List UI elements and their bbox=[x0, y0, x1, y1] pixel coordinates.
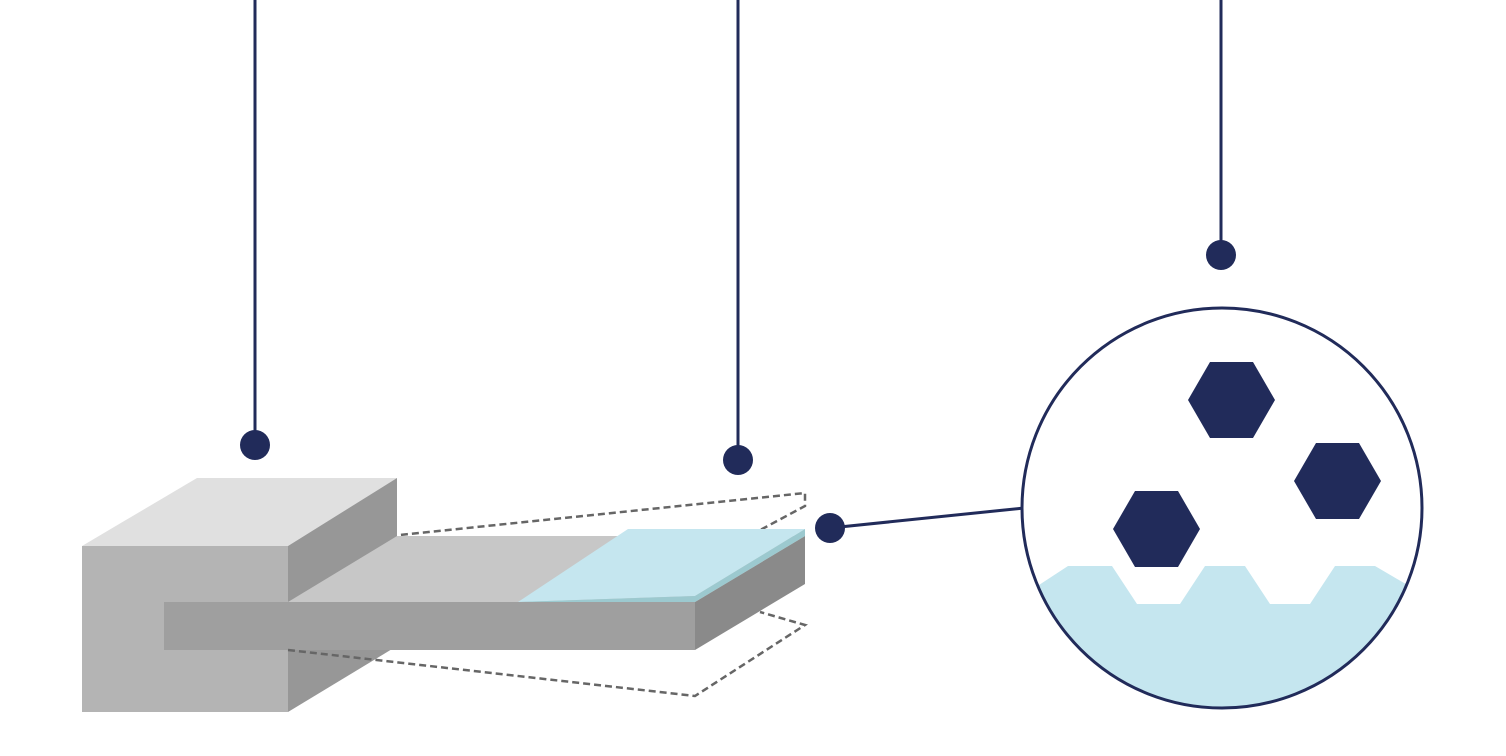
receptor-coating-side bbox=[695, 529, 805, 602]
receptor-coating-edge bbox=[518, 596, 695, 602]
magnified-view bbox=[1020, 306, 1424, 710]
callout-dot-beam bbox=[723, 445, 753, 475]
callout-dot-magnified bbox=[1206, 240, 1236, 270]
clamp-block-top bbox=[82, 478, 397, 546]
callout-dot-coating bbox=[815, 513, 845, 543]
hexagon-molecule-icon bbox=[1294, 443, 1381, 519]
hexagon-molecule-icon bbox=[1113, 491, 1200, 567]
cantilever-sensor-icon bbox=[82, 478, 808, 712]
callout-lines bbox=[240, 0, 1236, 543]
cantilever-beam-side bbox=[695, 536, 805, 650]
hexagon-molecule-icon bbox=[1188, 362, 1275, 438]
magnifier-border bbox=[1020, 306, 1424, 710]
deflection-outline-down bbox=[287, 610, 808, 698]
deflection-outline-up bbox=[287, 491, 807, 604]
callout-dot-base bbox=[240, 430, 270, 460]
cantilever-beam-front bbox=[164, 602, 695, 650]
receptor-coating-top bbox=[518, 529, 805, 602]
magnifier-connector-line bbox=[829, 506, 1025, 530]
